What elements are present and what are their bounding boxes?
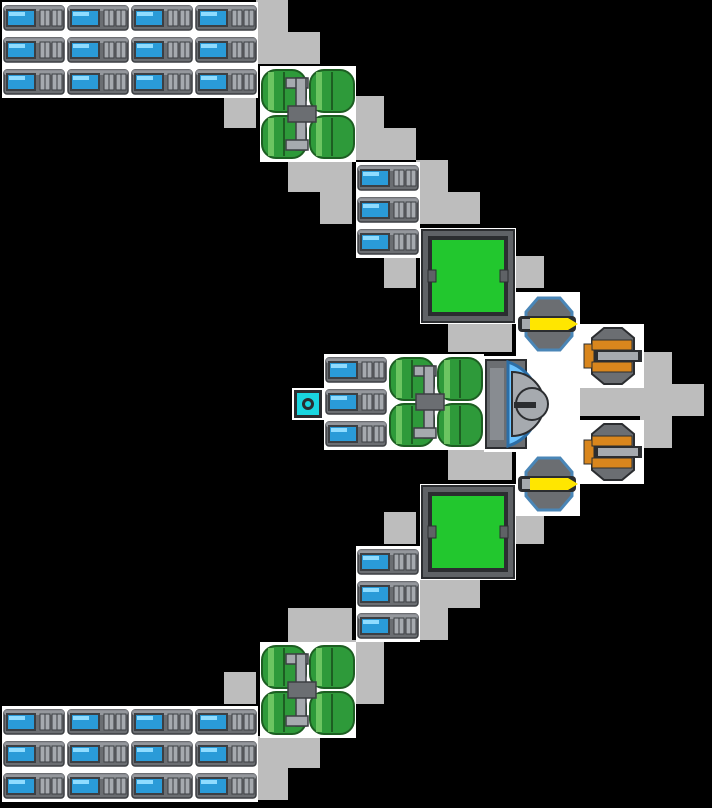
battery-module-icon[interactable] <box>356 226 420 258</box>
structure-cell <box>288 32 320 64</box>
structure-cell <box>352 96 384 128</box>
control-core-icon[interactable] <box>292 388 324 420</box>
structure-cell <box>416 192 448 224</box>
battery-module-icon[interactable] <box>194 2 258 34</box>
structure-cell <box>320 192 352 224</box>
battery-module-icon[interactable] <box>66 2 130 34</box>
fuel-tank-icon[interactable] <box>388 354 484 450</box>
structure-cell <box>384 128 416 160</box>
battery-module-icon[interactable] <box>2 706 66 738</box>
battery-module-icon[interactable] <box>324 418 388 450</box>
structure-cell <box>224 96 256 128</box>
battery-module-icon[interactable] <box>2 738 66 770</box>
battery-module-icon[interactable] <box>194 706 258 738</box>
structure-cell <box>256 0 288 32</box>
structure-cell <box>320 608 352 640</box>
structure-cell <box>384 256 416 288</box>
battery-module-icon[interactable] <box>356 578 420 610</box>
structure-cell <box>448 320 480 352</box>
battery-module-icon[interactable] <box>194 770 258 802</box>
battery-module-icon[interactable] <box>2 770 66 802</box>
battery-module-icon[interactable] <box>2 2 66 34</box>
battery-module-icon[interactable] <box>194 34 258 66</box>
battery-module-icon[interactable] <box>130 770 194 802</box>
battery-module-icon[interactable] <box>130 66 194 98</box>
structure-cell <box>256 768 288 800</box>
structure-cell <box>256 32 288 64</box>
structure-cell <box>640 352 672 384</box>
structure-cell <box>288 160 320 192</box>
hatch-icon[interactable] <box>420 484 516 580</box>
structure-cell <box>352 640 384 672</box>
cannon-turret-icon[interactable] <box>580 324 644 388</box>
fuel-tank-icon[interactable] <box>260 66 356 162</box>
structure-cell <box>352 672 384 704</box>
reactor-core-icon[interactable] <box>484 356 580 452</box>
structure-cell <box>448 192 480 224</box>
battery-module-icon[interactable] <box>194 66 258 98</box>
battery-module-icon[interactable] <box>130 738 194 770</box>
hatch-icon[interactable] <box>420 228 516 324</box>
battery-module-icon[interactable] <box>66 66 130 98</box>
battery-module-icon[interactable] <box>324 354 388 386</box>
structure-cell <box>416 576 448 608</box>
structure-cell <box>416 160 448 192</box>
battery-module-icon[interactable] <box>66 770 130 802</box>
battery-module-icon[interactable] <box>130 2 194 34</box>
structure-cell <box>576 384 608 416</box>
structure-cell <box>640 384 672 416</box>
battery-module-icon[interactable] <box>66 706 130 738</box>
structure-cell <box>512 512 544 544</box>
structure-cell <box>352 128 384 160</box>
battery-module-icon[interactable] <box>324 386 388 418</box>
battery-module-icon[interactable] <box>130 706 194 738</box>
battery-module-icon[interactable] <box>356 610 420 642</box>
structure-cell <box>512 256 544 288</box>
battery-module-icon[interactable] <box>2 34 66 66</box>
battery-module-icon[interactable] <box>2 66 66 98</box>
cannon-turret-icon[interactable] <box>580 420 644 484</box>
structure-cell <box>288 608 320 640</box>
structure-cell <box>448 448 480 480</box>
laser-gun-icon[interactable] <box>516 292 580 356</box>
structure-cell <box>256 736 288 768</box>
structure-cell <box>320 160 352 192</box>
structure-cell <box>224 672 256 704</box>
structure-cell <box>384 512 416 544</box>
battery-module-icon[interactable] <box>356 546 420 578</box>
battery-module-icon[interactable] <box>194 738 258 770</box>
structure-cell <box>480 320 512 352</box>
battery-module-icon[interactable] <box>66 738 130 770</box>
structure-cell <box>480 448 512 480</box>
structure-cell <box>416 608 448 640</box>
structure-cell <box>640 416 672 448</box>
laser-gun-icon[interactable] <box>516 452 580 516</box>
ship-parts-layer[interactable] <box>2 2 644 802</box>
battery-module-icon[interactable] <box>356 194 420 226</box>
structure-cell <box>288 736 320 768</box>
structure-cell <box>448 576 480 608</box>
battery-module-icon[interactable] <box>130 34 194 66</box>
battery-module-icon[interactable] <box>356 162 420 194</box>
structure-cell <box>672 384 704 416</box>
structure-cell <box>608 384 640 416</box>
fuel-tank-icon[interactable] <box>260 642 356 738</box>
battery-module-icon[interactable] <box>66 34 130 66</box>
